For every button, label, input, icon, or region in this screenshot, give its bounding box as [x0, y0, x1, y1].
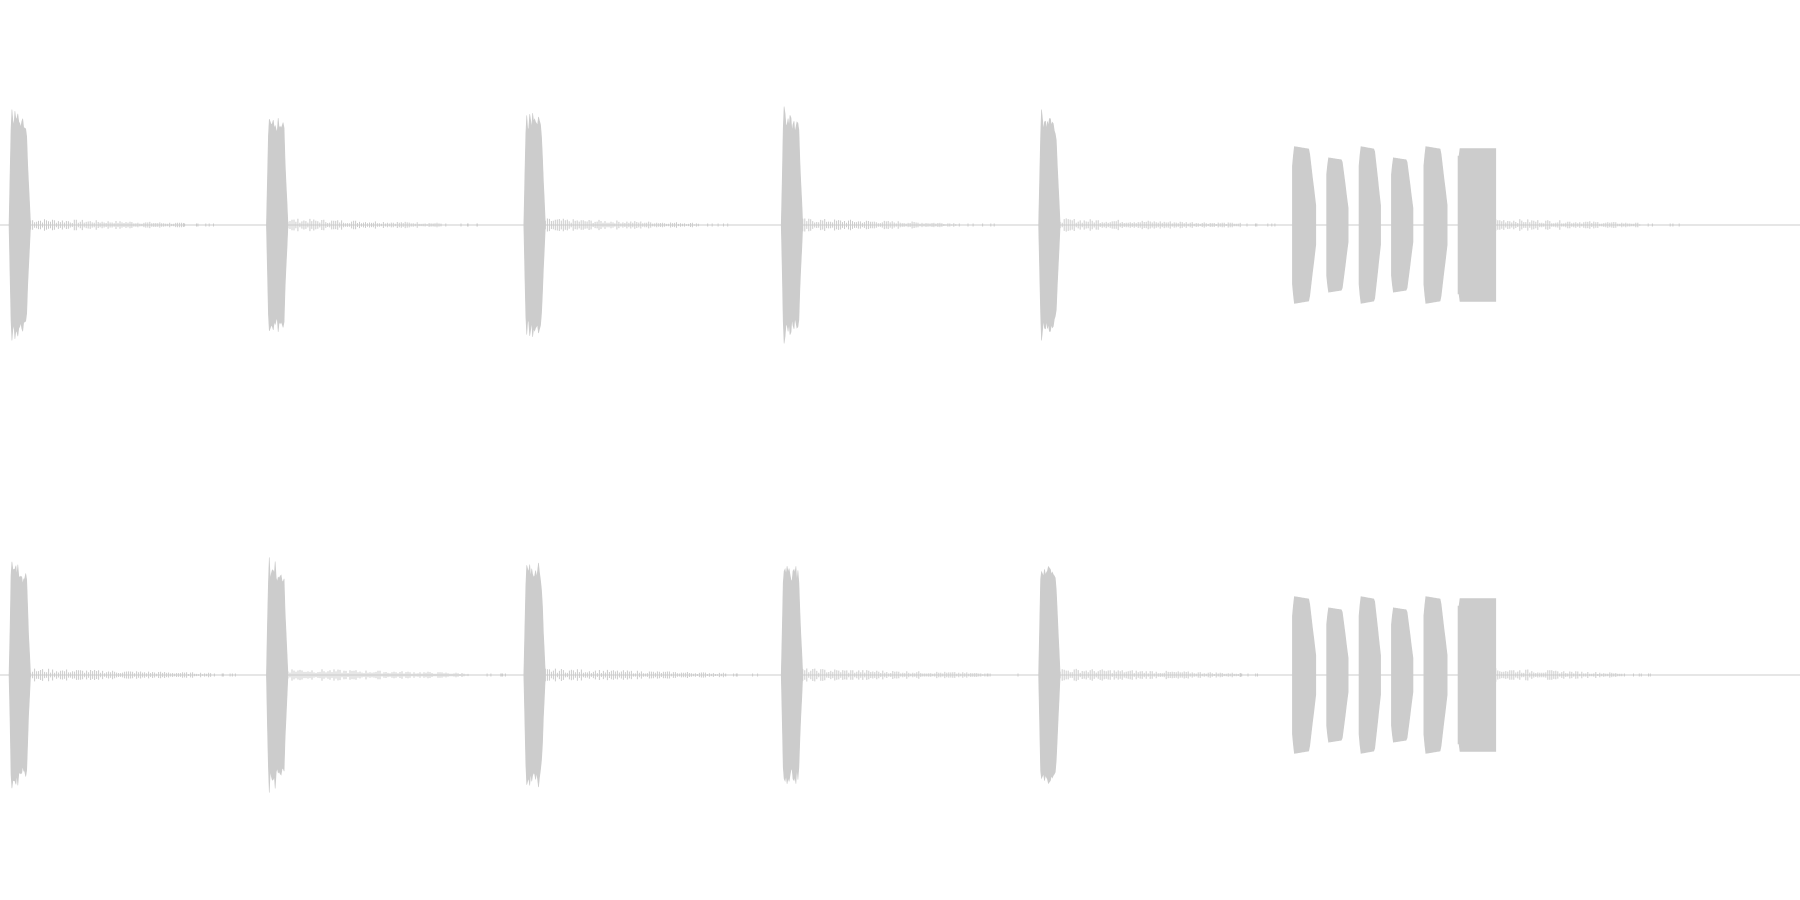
waveform-burst [1358, 596, 1381, 754]
waveform-burst [1423, 596, 1448, 754]
waveform-burst [523, 113, 546, 337]
waveform-burst [1423, 146, 1448, 304]
waveform-burst [1358, 146, 1381, 304]
waveform-burst [1391, 607, 1414, 743]
waveform-burst [266, 118, 289, 332]
waveform-burst [8, 109, 31, 341]
waveform-burst [1391, 157, 1414, 293]
waveform-burst [266, 557, 289, 793]
waveform-burst [1326, 607, 1349, 743]
waveform-burst [1292, 596, 1317, 754]
waveform-burst [1457, 148, 1497, 302]
waveform-burst [780, 106, 804, 344]
waveform-burst [1326, 157, 1349, 293]
waveform-burst [523, 562, 546, 788]
waveform-tail [544, 668, 759, 682]
channel-1 [0, 106, 1800, 344]
waveform-burst [8, 561, 31, 789]
channel-2 [0, 557, 1800, 793]
waveform-burst [1038, 109, 1061, 341]
waveform-burst [1292, 146, 1317, 304]
waveform-burst [780, 566, 804, 784]
waveform-burst [1038, 565, 1061, 785]
waveform-burst [1457, 598, 1497, 752]
